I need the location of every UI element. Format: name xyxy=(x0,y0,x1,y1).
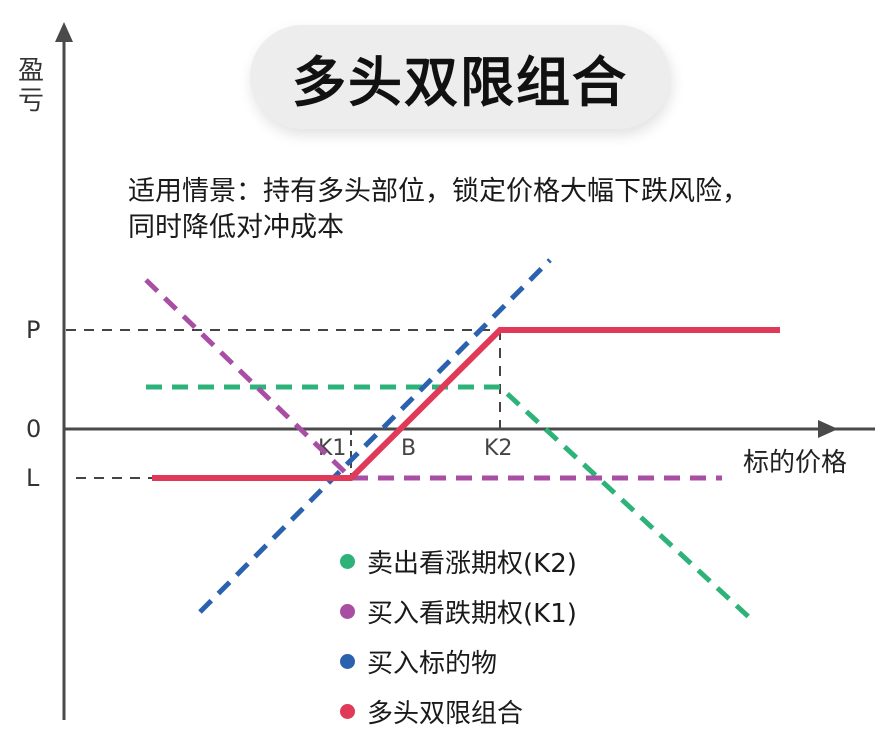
legend-item-long-underlying: 买入标的物 xyxy=(340,636,577,686)
short-call-line xyxy=(146,384,754,622)
y-tick-p: P xyxy=(26,316,41,344)
description-line-1: 适用情景：持有多头部位，锁定价格大幅下跌风险， xyxy=(128,176,749,207)
legend-label: 卖出看涨期权(K2) xyxy=(367,548,577,579)
y-tick-l: L xyxy=(26,464,40,492)
y-tick-zero: 0 xyxy=(26,415,42,443)
blue-dot-icon xyxy=(340,653,355,669)
x-axis-label: 标的价格 xyxy=(743,448,848,478)
y-axis-label: 盈亏 xyxy=(18,56,45,116)
legend-item-long-put: 买入看跌期权(K1) xyxy=(340,586,577,636)
legend-label: 买入看跌期权(K1) xyxy=(367,598,577,629)
long-put-line xyxy=(144,278,722,481)
long-underlying-line xyxy=(198,258,552,614)
diagram-title: 多头双限组合 xyxy=(292,50,628,114)
legend-item-collar: 多头双限组合 xyxy=(340,686,577,736)
description-line-2: 同时降低对冲成本 xyxy=(128,212,344,243)
collar-payoff-line xyxy=(152,327,780,481)
legend-item-short-call: 卖出看涨期权(K2) xyxy=(340,536,577,586)
purple-dot-icon xyxy=(340,603,355,619)
green-dot-icon xyxy=(340,553,355,569)
title-pill: 多头双限组合 xyxy=(250,25,670,129)
x-axis-arrow-icon xyxy=(818,420,838,438)
x-mark-b: B xyxy=(401,436,417,461)
legend-label: 多头双限组合 xyxy=(367,698,524,729)
scenario-description: 适用情景：持有多头部位，锁定价格大幅下跌风险， 同时降低对冲成本 xyxy=(128,174,749,246)
x-mark-k2: K2 xyxy=(484,436,513,461)
legend: 卖出看涨期权(K2) 买入看跌期权(K1) 买入标的物 多头双限组合 xyxy=(340,536,577,736)
y-axis-arrow-icon xyxy=(55,22,73,42)
red-dot-icon xyxy=(340,703,355,719)
legend-label: 买入标的物 xyxy=(367,648,498,679)
